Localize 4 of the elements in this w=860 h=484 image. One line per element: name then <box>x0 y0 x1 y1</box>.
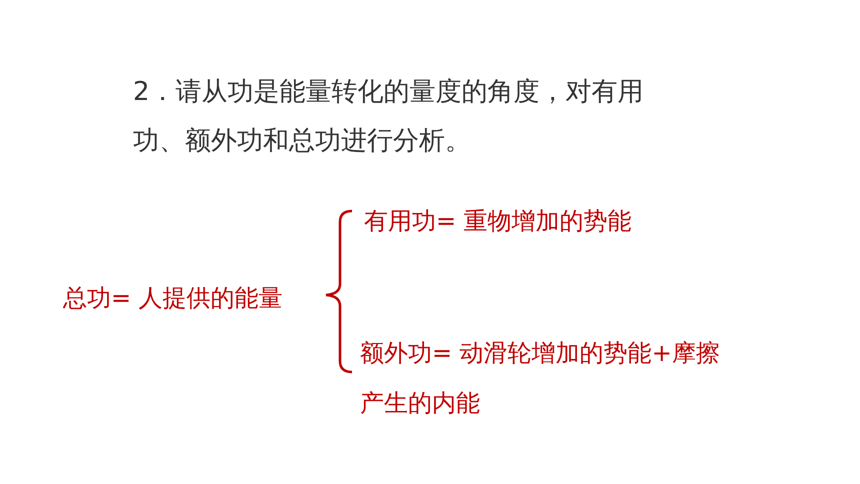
definition-text: 总功= 人提供的能量 <box>63 273 333 323</box>
question-text: 2．请从功是能量转化的量度的角度，对有用功、额外功和总功进行分析。 <box>133 76 645 158</box>
definition-text: 有用功= 重物增加的势能 <box>364 196 704 246</box>
definition-text: 额外功= 动滑轮增加的势能+摩擦产生的内能 <box>360 328 735 428</box>
